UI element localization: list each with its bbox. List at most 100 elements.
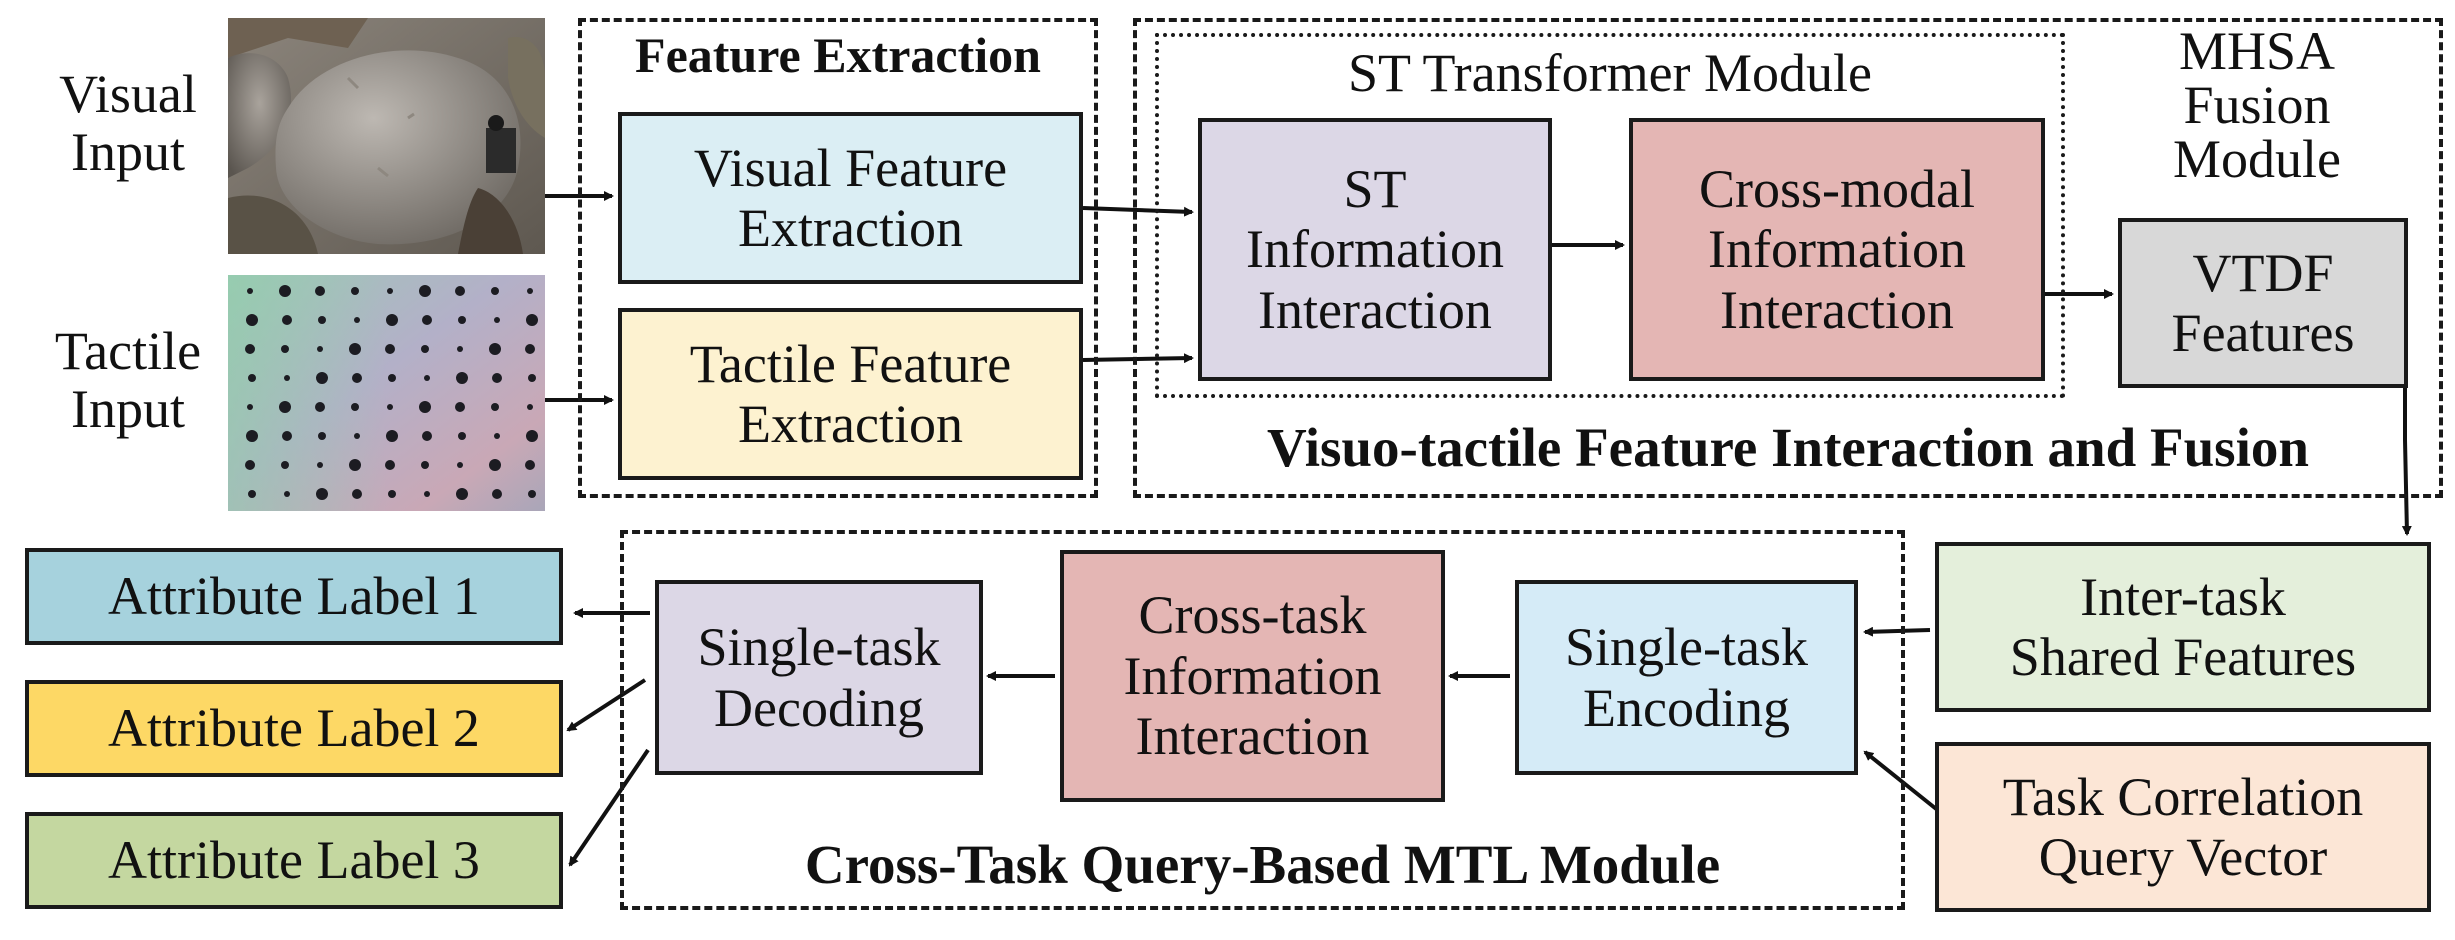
feature-extraction-group [578,18,1098,498]
tactile-marker-dot [456,372,468,384]
cross-task-interaction-label: Cross-task Information Interaction [1123,585,1382,767]
tactile-marker-dot [349,459,361,471]
tactile-marker-dot [494,317,500,323]
mhsa-fusion-title: MHSA Fusion Module [2173,21,2341,189]
attribute-label-2: Attribute Label 2 [108,698,480,759]
tactile-marker-dot [351,403,359,411]
tactile-marker-dot [245,344,255,354]
shared-features-label: Inter-task Shared Features [2009,566,2357,687]
tactile-marker-dot [525,460,535,470]
tactile-marker-dot [386,430,398,442]
shared-features-box: Inter-task Shared Features [1935,542,2431,712]
tactile-marker-dot [315,402,325,412]
mtl-module-title: Cross-Task Query-Based MTL Module [804,834,1721,895]
tactile-marker-dot [352,373,362,383]
cross-modal-interaction-label: Cross-modal Information Interaction [1699,158,1975,340]
tactile-marker-dot [387,288,393,294]
tactile-marker-dot [317,462,323,468]
tactile-marker-dot [388,490,396,498]
interaction-fusion-title: Visuo-tactile Feature Interaction and Fu… [1267,417,2309,478]
tactile-marker-dot [489,459,501,471]
tactile-marker-dot [282,315,292,325]
attribute-label-1: Attribute Label 1 [108,566,480,627]
tactile-marker-dot [246,430,258,442]
visual-feature-extraction-box: Visual Feature Extraction [618,112,1083,284]
tactile-marker-dot [491,287,499,295]
tactile-marker-dot [352,489,362,499]
tactile-marker-dot [354,317,360,323]
tactile-marker-dot [246,314,258,326]
tactile-marker-dot [526,430,538,442]
single-task-decoding-box: Single-task Decoding [655,580,983,775]
tactile-marker-dot [424,375,430,381]
interaction-fusion-group [1133,18,2443,498]
arrow-visual-to-st [1082,206,1194,217]
query-vector-box: Task Correlation Query Vector [1935,742,2431,912]
tactile-marker-dot [457,346,463,352]
tactile-marker-dot [419,285,431,297]
arrow-shared-to-encoding [1863,626,1931,637]
tactile-marker-dot [455,402,465,412]
tactile-marker-dot [385,460,395,470]
tactile-marker-dot [386,314,398,326]
arrow-tactile-to-st [1082,353,1194,364]
tactile-marker-dot [528,490,536,498]
tactile-marker-dot [281,345,289,353]
tactile-marker-dot [284,491,290,497]
st-transformer-group [1155,33,2065,398]
tactile-marker-dot [526,314,538,326]
tactile-marker-dot [421,461,429,469]
tactile-marker-dot [457,462,463,468]
tactile-marker-dot [527,404,533,410]
arrow-vtdf-to-shared [2401,385,2412,536]
tactile-marker-dot [354,433,360,439]
tactile-marker-dot [456,488,468,500]
st-transformer-title: ST Transformer Module [1347,43,1873,103]
query-vector-label: Task Correlation Query Vector [2002,766,2364,887]
tactile-marker-dot [318,432,326,440]
tactile-marker-dot [245,460,255,470]
tactile-marker-dot [525,344,535,354]
tactile-marker-dot [458,316,466,324]
tactile-marker-dot [491,403,499,411]
tactile-marker-dot [284,375,290,381]
attribute-label-3-box: Attribute Label 3 [25,812,563,909]
arrow-decoding-to-label2 [566,678,647,732]
tactile-marker-dot [419,401,431,413]
cross-modal-interaction-box: Cross-modal Information Interaction [1629,118,2045,381]
tactile-input-image [228,275,545,511]
attribute-label-1-box: Attribute Label 1 [25,548,563,645]
feature-extraction-title: Feature Extraction [635,27,1041,83]
tactile-marker-dot [349,343,361,355]
tactile-marker-dot [318,316,326,324]
tactile-input-label: Tactile Input [54,321,202,440]
tactile-marker-dot [458,432,466,440]
tactile-marker-dot [248,374,256,382]
tactile-marker-dot [421,345,429,353]
tactile-marker-dot [247,404,253,410]
tactile-marker-dot [422,315,432,325]
tactile-marker-dot [317,346,323,352]
tactile-marker-dot [316,372,328,384]
tactile-marker-dot [279,401,291,413]
visual-input-image [228,18,545,254]
tactile-marker-dot [388,374,396,382]
single-task-decoding-label: Single-task Decoding [697,617,941,738]
tactile-marker-dot [492,373,502,383]
tactile-feature-extraction-box: Tactile Feature Extraction [618,308,1083,480]
vtdf-features-label: VTDF Features [2171,242,2355,363]
vtdf-features-box: VTDF Features [2118,218,2408,388]
mtl-module-group [620,530,1905,910]
tactile-marker-dot [494,433,500,439]
arrow-decoding-to-label3 [568,748,650,867]
tactile-marker-dot [387,404,393,410]
cross-task-interaction-box: Cross-task Information Interaction [1060,550,1445,802]
tactile-marker-dot [315,286,325,296]
tactile-marker-dot [282,431,292,441]
attribute-label-3: Attribute Label 3 [108,830,480,891]
visual-input-label: Visual Input [59,64,197,183]
tactile-marker-dot [351,287,359,295]
tactile-marker-dot [528,374,536,382]
tactile-marker-dot [281,461,289,469]
